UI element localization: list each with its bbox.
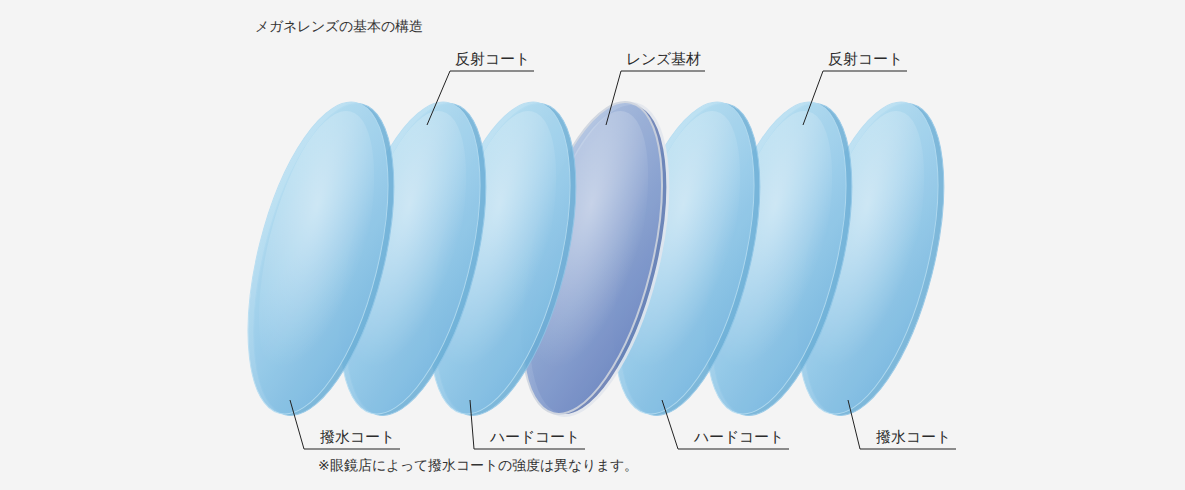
footnote: ※眼鏡店によって撥水コートの強度は異なります。 [318, 456, 638, 474]
lens-group [221, 88, 971, 429]
part-label: 反射コート [828, 50, 903, 68]
part-label: 撥水コート [876, 428, 951, 446]
part-label: 反射コート [455, 50, 530, 68]
leader-line [290, 400, 400, 449]
lens-shine [236, 100, 397, 395]
part-label: 撥水コート [320, 428, 395, 446]
leader-line [470, 400, 585, 449]
leader-line [848, 400, 956, 449]
diagram-title: メガネレンズの基本の構造 [255, 17, 423, 35]
leader-line [606, 71, 705, 125]
leader-line [427, 71, 534, 125]
coat-layer [221, 88, 421, 429]
lens-face [221, 88, 415, 428]
part-label: レンズ基材 [626, 50, 701, 68]
part-label: ハードコート [694, 428, 784, 446]
part-label: ハードコート [490, 428, 580, 446]
leader-group [290, 71, 956, 449]
leader-line [803, 71, 907, 125]
leader-line [662, 400, 789, 449]
